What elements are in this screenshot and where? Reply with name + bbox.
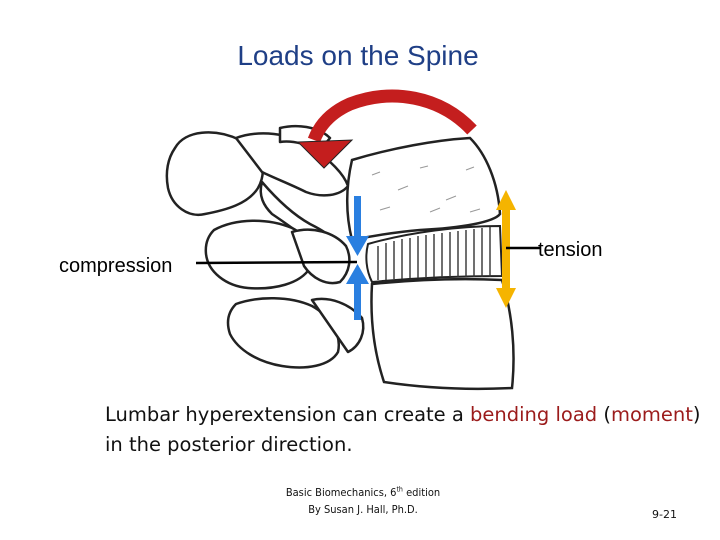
caption-highlight-moment: moment bbox=[610, 403, 693, 426]
caption-part: ) in the posterior direction. bbox=[105, 403, 701, 456]
credit-line-1: Basic Biomechanics, 6th edition bbox=[222, 484, 504, 501]
credit-book: Basic Biomechanics, 6 bbox=[285, 486, 397, 499]
disc-lamellae bbox=[377, 227, 491, 280]
lower-vertebra-posterior bbox=[204, 219, 365, 369]
caption-part: ( bbox=[597, 403, 611, 426]
bone-texture bbox=[371, 165, 481, 213]
upper-vertebral-body bbox=[345, 136, 502, 242]
compression-arrows-icon bbox=[346, 196, 369, 320]
caption-part: Lumbar hyperextension can create a bbox=[105, 403, 471, 426]
credit-edition-sup: th bbox=[396, 485, 403, 494]
credit-line-2: By Susan J. Hall, Ph.D. bbox=[308, 503, 418, 516]
moment-arrow-icon bbox=[296, 89, 477, 169]
lower-vertebral-body bbox=[370, 277, 515, 390]
tension-label: tension bbox=[538, 239, 603, 261]
caption-highlight-bending-load: bending load bbox=[470, 403, 598, 426]
compression-label: compression bbox=[59, 255, 173, 277]
slide-title: Loads on the Spine bbox=[237, 40, 479, 71]
page-number: 9-21 bbox=[652, 508, 677, 521]
credit-edition: edition bbox=[402, 486, 441, 499]
compression-leader-line bbox=[195, 260, 358, 265]
caption-text: Lumbar hyperextension can create a bendi… bbox=[105, 400, 705, 460]
source-credit: Basic Biomechanics, 6th edition By Susan… bbox=[222, 484, 504, 518]
